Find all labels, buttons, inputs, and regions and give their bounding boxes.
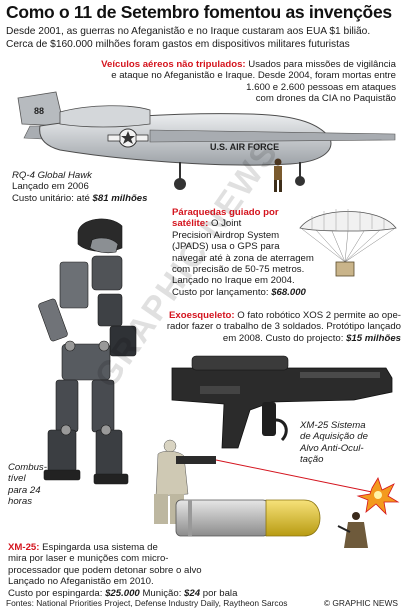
drone-wheel xyxy=(174,178,186,190)
drone-illustration xyxy=(17,91,396,192)
parachute-line: com precisão de 50-75 metros. xyxy=(172,264,305,276)
parachute-line: Precision Airdrop System xyxy=(172,229,280,241)
fuel-label-line: tível xyxy=(8,473,26,485)
subtitle-line: Cerca de $160.000 milhões foram gastos e… xyxy=(6,39,350,50)
parachute-line: navegar até à zona de aterragem xyxy=(172,252,314,264)
fuel-label: Combus- tível para 24 horas xyxy=(8,462,68,508)
xm25-cost-label: Custo por espingarda: xyxy=(8,587,103,599)
xm25-label-line: de Aquisição de xyxy=(300,431,368,443)
fuel-label-line: para 24 xyxy=(8,484,41,496)
parachute-cargo xyxy=(335,261,355,277)
exoskeleton-line: em 2008. Custo do projecto: xyxy=(222,332,344,344)
page-title: Como o 11 de Setembro fomentou as invenç… xyxy=(6,2,392,22)
fuel-label-line: Combus- xyxy=(8,462,47,473)
exoskeleton-line: rador fazer o trabalho de 3 soldados. Pr… xyxy=(166,321,401,333)
parachute-line: Lançado no Iraque em 2004. xyxy=(172,275,295,287)
xm25-round-illustration xyxy=(175,499,321,537)
parachute-line: O Joint xyxy=(210,218,242,230)
xm25-heading: XM-25: xyxy=(8,542,40,553)
exoskeleton-description: Exoesqueleto: O fato robótico XOS 2 perm… xyxy=(129,310,401,344)
drone-line: 1.600 e 2.600 pessoas em ataques xyxy=(246,81,396,93)
rq4-name: RQ-4 Global Hawk xyxy=(12,170,92,181)
rq4-launched: Lançado em 2006 xyxy=(12,181,89,193)
exoskeleton-line: O fato robótico XOS 2 permite ao ope- xyxy=(237,310,401,321)
parachute-cost-label: Custo por lançamento: xyxy=(172,286,269,298)
xm25-description: XM-25: Espingarda usa sistema de mira po… xyxy=(8,542,308,599)
drone-line: e ataque no Afeganistão e Iraque. Desde … xyxy=(111,70,396,82)
explosion-illustration xyxy=(356,477,400,516)
xm25-line: mira por laser e munições com micro- xyxy=(8,553,169,565)
parachute-heading-cont: satélite: xyxy=(172,218,209,230)
xm25-cost-value: $25.000 xyxy=(105,587,140,599)
rq4-cost-label: Custo unitário: até xyxy=(12,192,90,204)
xm25-line: Lançado no Afeganistão em 2010. xyxy=(8,576,154,588)
xm25-ammo-label: Munição: xyxy=(142,587,182,599)
drone-fuselage-marking: U.S. AIR FORCE xyxy=(210,142,279,152)
ground-crew-figure xyxy=(274,158,282,192)
drone-wing xyxy=(149,129,396,143)
enemy-figure xyxy=(337,512,368,548)
drone-star-icon xyxy=(121,131,135,144)
exoskeleton-cost-value: $15 milhões xyxy=(346,332,401,344)
exoskeleton-illustration xyxy=(38,218,137,485)
xm25-line: processador que podem detonar sobre o al… xyxy=(8,564,202,576)
parachute-cost-value: $68.000 xyxy=(271,286,306,298)
drone-description: Veículos aéreos não tripulados: Usados p… xyxy=(66,59,396,105)
xm25-rifle-illustration xyxy=(171,355,393,449)
drone-line: com drones da CIA no Paquistão xyxy=(255,93,396,105)
xm25-label-line: Alvo Anti-Ocul- xyxy=(300,442,364,454)
xm25-label-line: tação xyxy=(300,454,324,466)
exoskeleton-heading: Exoesqueleto: xyxy=(169,310,235,321)
footer-copyright: © GRAPHIC NEWS xyxy=(323,598,398,608)
parachute-heading: Páraquedas guiado por xyxy=(172,207,279,218)
parachute-illustration xyxy=(299,209,397,277)
drone-engine xyxy=(59,105,151,128)
rifle-scope xyxy=(191,355,289,371)
page-subtitle: Desde 2001, as guerras no Afeganistão e … xyxy=(6,25,400,51)
xm25-system-label: XM-25 Sistema de Aquisição de Alvo Anti-… xyxy=(300,420,400,466)
fuel-label-line: horas xyxy=(8,496,32,508)
drone-heading: Veículos aéreos não tripulados: xyxy=(101,59,246,70)
parachute-line: (JPADS) usa o GPS para xyxy=(172,241,280,253)
rifle-grip xyxy=(262,402,276,436)
rq4-caption: RQ-4 Global Hawk Lançado em 2006 Custo u… xyxy=(12,170,162,204)
drone-line: Usados para missões de vigilância xyxy=(248,59,396,70)
parachute-description: Páraquedas guiado por satélite: O Joint … xyxy=(172,207,314,298)
xm25-ammo-value: $24 xyxy=(184,587,201,599)
laser-beam xyxy=(215,459,373,493)
bullet-tip xyxy=(265,499,321,537)
drone-wheel xyxy=(295,176,305,186)
drone-tail-marking: 88 xyxy=(34,106,44,116)
subtitle-line: Desde 2001, as guerras no Afeganistão e … xyxy=(6,26,371,37)
rq4-cost-value: $81 milhões xyxy=(92,192,148,204)
xm25-ammo-suffix: por bala xyxy=(202,587,238,599)
xm25-line: Espingarda usa sistema de xyxy=(42,542,158,553)
footer-sources: Fontes: National Priorities Project, Def… xyxy=(6,598,288,608)
xm25-label-line: XM-25 Sistema xyxy=(300,420,366,431)
